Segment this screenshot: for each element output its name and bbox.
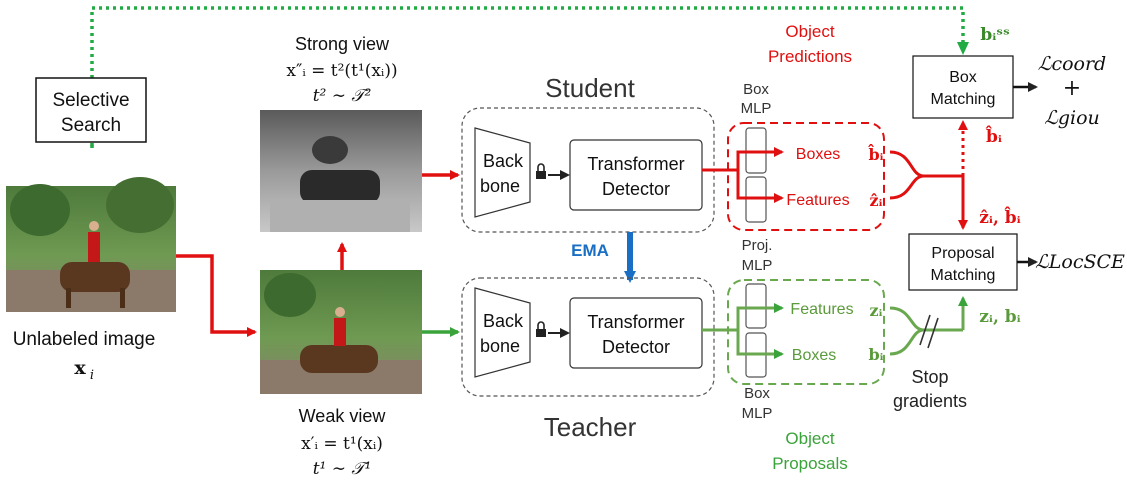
box-mlp-bottom-line1: Box (744, 385, 770, 402)
loss-locsce: ℒLocSCE (1035, 251, 1125, 273)
weak-view-dist: t¹ ∼ 𝒯¹ (313, 459, 372, 479)
teacher-backbone-line2: bone (480, 336, 520, 356)
pred-b-hat: b̂ᵢ (868, 144, 884, 164)
unlabeled-image-label: Unlabeled image (13, 329, 156, 350)
box-mlp-top-line1: Box (743, 81, 769, 98)
teacher-lock-icon (536, 321, 546, 337)
proposals-container (727, 279, 885, 385)
teacher-detector (569, 297, 703, 369)
strong-view-image (260, 110, 422, 232)
predictions-container (727, 122, 885, 231)
b-hat-right: b̂ᵢ (985, 126, 1002, 147)
stop-gradients-line2: gradients (893, 391, 967, 411)
proposal-matching-line2: Matching (931, 267, 996, 284)
loss-coord: ℒcoord (1038, 53, 1106, 75)
pred-boxes-label: Boxes (796, 146, 840, 163)
strong-view-eq: x″ᵢ = t²(t¹(xᵢ)) (286, 61, 397, 81)
object-predictions-line2: Predictions (768, 47, 852, 66)
box-matching-line2: Matching (931, 91, 996, 108)
weak-view-title: Weak view (299, 406, 387, 426)
student-backbone-line1: Back (483, 151, 524, 171)
ema-label: EMA (571, 241, 609, 260)
loss-plus: + (1063, 76, 1081, 101)
weak-view-eq: x′ᵢ = t¹(xᵢ) (301, 434, 383, 454)
arrow-to-weak (176, 254, 257, 337)
student-backbone (474, 127, 531, 218)
prop-features-label: Features (790, 301, 853, 318)
unlabeled-image (6, 177, 176, 312)
prop-arrow-boxes (736, 330, 784, 359)
proj-mlp-line2: MLP (742, 257, 773, 274)
proposal-matching-box (908, 233, 1018, 291)
student-label: Student (545, 73, 635, 103)
loss-giou: ℒgiou (1044, 107, 1100, 129)
stop-gradient-mark (919, 314, 939, 349)
student-detector-line2: Detector (602, 179, 670, 199)
teacher-detector-line2: Detector (602, 337, 670, 357)
teacher-label: Teacher (544, 412, 637, 442)
box-matching-box (912, 55, 1014, 119)
prop-arrow-features (702, 303, 784, 332)
selective-search-line2: Search (61, 115, 121, 136)
student-detector-line1: Transformer (587, 154, 684, 174)
proposal-matching-line1: Proposal (931, 245, 994, 262)
unlabeled-image-sub: i (90, 368, 94, 383)
zb-label: zᵢ, bᵢ (979, 307, 1021, 327)
pred-features-label: Features (786, 192, 849, 209)
stop-gradients-line1: Stop (911, 367, 948, 387)
prop-mlp-box-top (745, 283, 767, 329)
weak-view-image (260, 270, 422, 394)
selective-search-box (35, 77, 147, 143)
box-matching-arrowhead (957, 42, 969, 55)
box-mlp-top-line2: MLP (741, 100, 772, 117)
teacher-backbone (474, 287, 531, 378)
unlabeled-image-math: x (74, 357, 86, 379)
pred-merge (889, 150, 963, 200)
pred-arrow-boxes (702, 147, 784, 172)
strong-view-title: Strong view (295, 34, 390, 54)
student-detector (569, 139, 703, 211)
teacher-detector-line1: Transformer (587, 312, 684, 332)
object-proposals-line2: Proposals (772, 454, 848, 473)
student-lock-icon (536, 163, 546, 179)
pred-arrow-features (736, 170, 784, 203)
prop-boxes-label: Boxes (792, 347, 836, 364)
selective-search-line1: Selective (52, 90, 129, 111)
prop-b: bᵢ (868, 345, 883, 364)
object-proposals-line1: Object (785, 429, 834, 448)
prop-z: zᵢ (870, 301, 883, 320)
strong-view-dist: t² ∼ 𝒯² (313, 86, 372, 106)
box-matching-line1: Box (949, 69, 977, 86)
prop-merge (889, 306, 963, 356)
proj-mlp-line1: Proj. (742, 237, 773, 254)
pred-z-hat: ẑᵢ (870, 191, 883, 210)
object-predictions-line1: Object (785, 22, 834, 41)
teacher-backbone-line1: Back (483, 311, 524, 331)
teacher-container (461, 277, 715, 397)
box-mlp-bottom-line2: MLP (742, 405, 773, 422)
b-ss-label: bᵢˢˢ (980, 25, 1010, 45)
zb-hat-label: ẑᵢ, b̂ᵢ (979, 207, 1021, 228)
student-backbone-line2: bone (480, 176, 520, 196)
